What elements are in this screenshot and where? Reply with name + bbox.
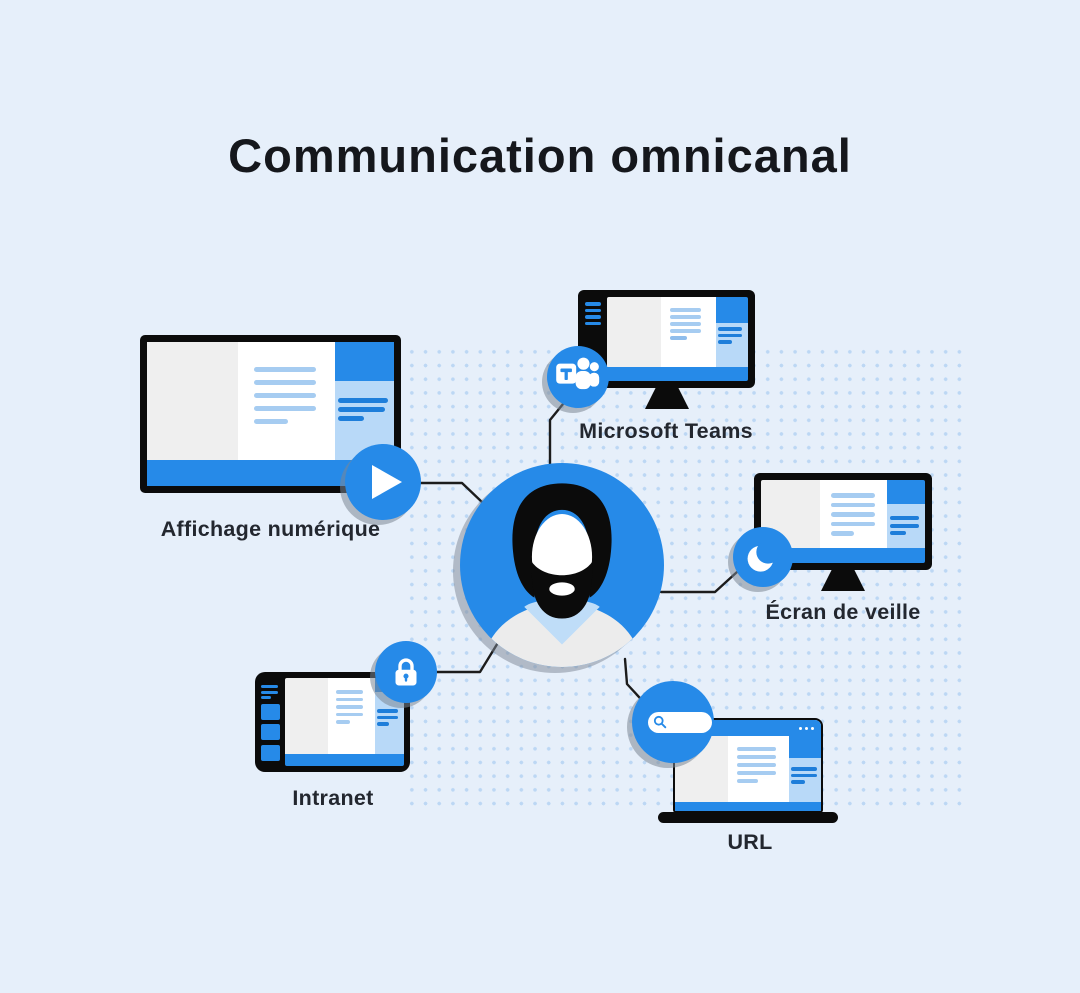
intranet-label: Intranet xyxy=(292,786,374,810)
moon-badge xyxy=(733,527,793,587)
veille-label: Écran de veille xyxy=(765,600,921,624)
search-bar xyxy=(648,712,713,733)
tv-affichage-numerique xyxy=(140,335,401,493)
teams-monitor-sidebar xyxy=(585,297,607,381)
lock-icon xyxy=(395,658,417,686)
search-icon xyxy=(654,716,667,729)
moon-icon xyxy=(747,540,780,572)
tv-screen xyxy=(147,342,394,460)
teams-label: Microsoft Teams xyxy=(579,419,753,443)
intranet-tablet xyxy=(255,672,410,772)
veille-monitor-stand xyxy=(821,570,865,591)
avatar-circle xyxy=(460,463,664,667)
url-laptop-base xyxy=(658,812,838,823)
url-label: URL xyxy=(727,830,773,854)
teams-monitor-stand xyxy=(645,388,689,409)
tv-text-panel xyxy=(238,342,335,460)
connector-intranet xyxy=(434,639,501,674)
affichage-label: Affichage numérique xyxy=(160,517,381,541)
intranet-tablet-screen xyxy=(285,678,404,766)
tv-left-panel xyxy=(147,342,239,460)
page-title: Communication omnicanal xyxy=(228,129,852,182)
play-icon xyxy=(371,465,402,499)
search-badge xyxy=(632,681,714,763)
tv-right-panel xyxy=(334,342,394,460)
connector-veille xyxy=(659,570,739,594)
intranet-tablet-sidebar xyxy=(261,678,285,766)
person-avatar-graphic xyxy=(481,483,643,667)
teams-icon xyxy=(556,357,600,390)
teams-monitor xyxy=(578,290,755,388)
play-badge xyxy=(345,444,421,520)
teams-badge xyxy=(547,346,609,408)
teams-monitor-screen xyxy=(607,297,748,381)
connector-teams xyxy=(548,402,565,468)
connector-affichage xyxy=(419,481,485,505)
lock-badge xyxy=(375,641,437,703)
